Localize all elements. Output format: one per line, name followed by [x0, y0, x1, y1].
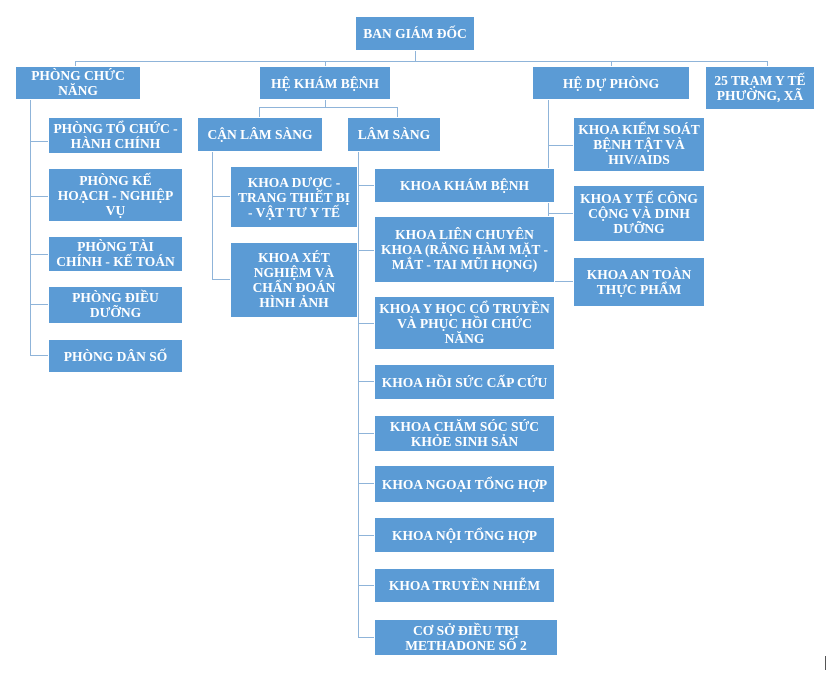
connector: [212, 151, 213, 280]
connector: [358, 381, 375, 382]
phong-tai-chinh-node: PHÒNG TÀI CHÍNH - KẾ TOÁN: [48, 236, 183, 272]
connector: [358, 637, 375, 638]
connector: [30, 254, 49, 255]
he-du-phong-node: HỆ DỰ PHÒNG: [532, 66, 690, 100]
khoa-ngoai-tong-hop-node: KHOA NGOẠI TỔNG HỢP: [374, 465, 555, 503]
lam-sang-node: LÂM SÀNG: [347, 117, 441, 152]
connector: [259, 107, 398, 108]
connector: [611, 61, 612, 68]
tram-y-te-node: 25 TRẠM Y TẾ PHƯỜNG, XÃ: [705, 66, 815, 110]
khoa-xet-nghiem-node: KHOA XÉT NGHIỆM VÀ CHẨN ĐOÁN HÌNH ẢNH: [230, 242, 358, 318]
connector: [767, 61, 768, 67]
connector: [30, 141, 49, 142]
khoa-an-toan-thuc-pham-node: KHOA AN TOÀN THỰC PHẨM: [573, 257, 705, 307]
connector: [548, 281, 574, 282]
connector: [548, 145, 574, 146]
connector: [75, 61, 768, 62]
text-cursor: [825, 656, 826, 670]
connector: [325, 61, 326, 68]
khoa-lien-chuyen-khoa-node: KHOA LIÊN CHUYÊN KHOA (RĂNG HÀM MẶT -MẮT…: [374, 216, 555, 283]
connector: [358, 585, 375, 586]
khoa-y-te-cong-cong-node: KHOA Y TẾ CÔNG CỘNG VÀ DINH DƯỠNG: [573, 185, 705, 242]
connector: [358, 433, 375, 434]
root-node: BAN GIÁM ĐỐC: [355, 16, 475, 51]
connector: [358, 323, 375, 324]
connector: [397, 107, 398, 119]
connector: [30, 99, 31, 356]
connector: [212, 196, 231, 197]
connector: [358, 250, 375, 251]
phong-dan-so-node: PHÒNG DÂN SỐ: [48, 339, 183, 373]
connector: [75, 61, 76, 67]
khoa-cham-soc-suc-khoe-node: KHOA CHĂM SÓC SỨC KHỎE SINH SẢN: [374, 415, 555, 452]
phong-to-chuc-node: PHÒNG TỔ CHỨC - HÀNH CHÍNH: [48, 117, 183, 154]
connector: [30, 196, 49, 197]
connector: [415, 50, 416, 62]
phong-dieu-duong-node: PHÒNG ĐIỀU DƯỠNG: [48, 286, 183, 324]
connector: [358, 185, 375, 186]
khoa-duoc-node: KHOA DƯỢC - TRANG THIẾT BỊ - VẬT TƯ Y TẾ: [230, 166, 358, 228]
he-kham-benh-node: HỆ KHÁM BỆNH: [259, 66, 391, 100]
connector: [212, 279, 231, 280]
connector: [325, 99, 326, 107]
phong-ke-hoach-node: PHÒNG KẾ HOẠCH - NGHIỆP VỤ: [48, 168, 183, 222]
connector: [30, 355, 49, 356]
co-so-methadone-node: CƠ SỞ ĐIỀU TRỊ METHADONE SỐ 2: [374, 619, 558, 656]
khoa-kham-benh-node: KHOA KHÁM BỆNH: [374, 168, 555, 203]
connector: [259, 107, 260, 119]
connector: [548, 213, 574, 214]
can-lam-sang-node: CẬN LÂM SÀNG: [197, 117, 323, 152]
phong-chuc-nang-node: PHÒNG CHỨC NĂNG: [15, 66, 141, 100]
khoa-kiem-soat-benh-tat-node: KHOA KIỂM SOÁT BỆNH TẬT VÀ HIV/AIDS: [573, 117, 705, 172]
khoa-noi-tong-hop-node: KHOA NỘI TỔNG HỢP: [374, 517, 555, 553]
khoa-y-hoc-co-truyen-node: KHOA Y HỌC CỔ TRUYỀN VÀ PHỤC HỒI CHỨC NĂ…: [374, 296, 555, 350]
connector: [30, 304, 49, 305]
connector: [358, 535, 375, 536]
connector: [358, 483, 375, 484]
khoa-truyen-nhiem-node: KHOA TRUYỀN NHIỄM: [374, 568, 555, 603]
connector: [358, 151, 359, 638]
khoa-hoi-suc-cap-cuu-node: KHOA HỒI SỨC CẤP CỨU: [374, 364, 555, 400]
